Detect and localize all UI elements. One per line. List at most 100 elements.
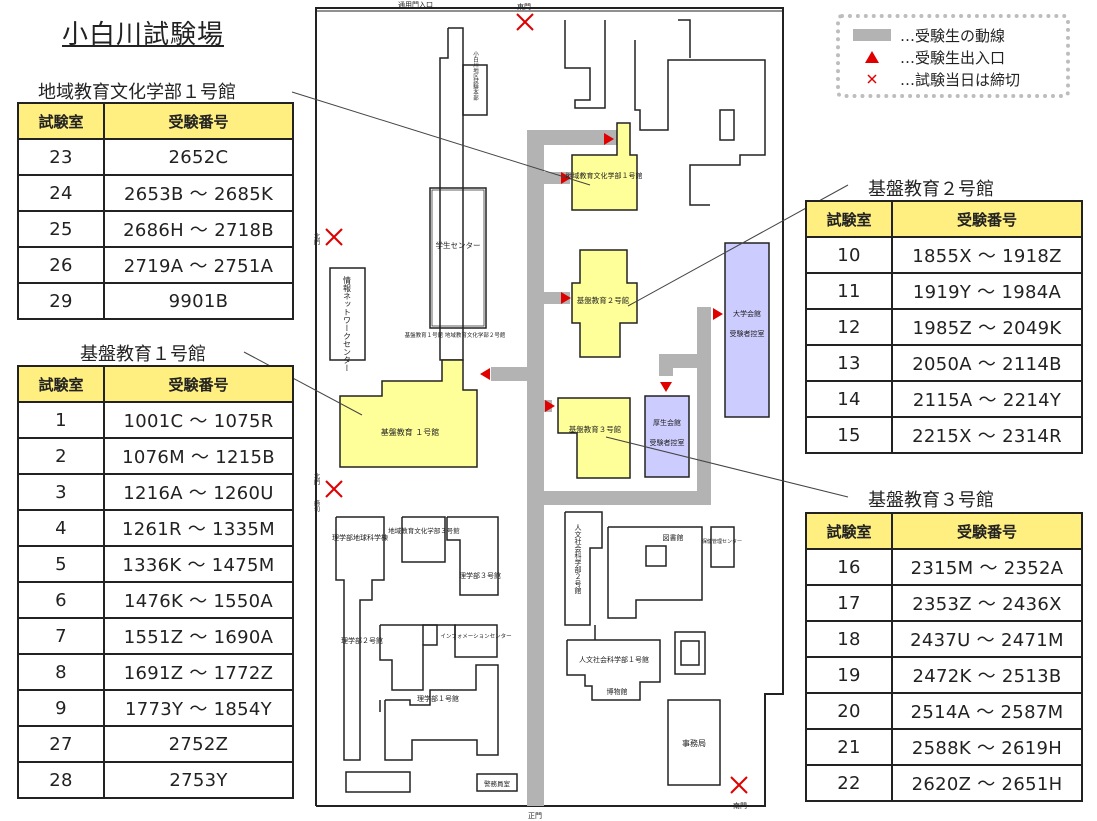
bldg-top-right-small	[719, 109, 735, 141]
bldg-kiban2	[571, 249, 638, 358]
cell-room: 4	[17, 509, 105, 547]
label-info-center: インフォメーションセンター	[440, 632, 511, 640]
label-rigaku2: 理学部２号館	[341, 636, 383, 645]
label-museum: 博物館	[607, 687, 628, 696]
cell-room: 24	[17, 174, 105, 212]
bldg-daigaku-kaikan[interactable]	[724, 242, 770, 418]
label-gate-north-west-closed: 締切	[313, 499, 320, 513]
label-office: 事務局	[682, 738, 706, 748]
cell-range: 2753Y	[103, 761, 294, 799]
label-gate-east: 東門	[517, 2, 531, 11]
cell-room: 21	[805, 728, 893, 766]
cell-range: 2437U ～ 2471M	[891, 620, 1083, 658]
bldg-kosei-kaikan[interactable]	[644, 395, 690, 478]
entrance-triangle-daigaku	[713, 308, 723, 320]
cell-room: 7	[17, 617, 105, 655]
cell-room: 23	[17, 138, 105, 176]
legend-route: …受験生の動線	[852, 24, 1005, 46]
cell-range: 2315M ～ 2352A	[891, 548, 1083, 586]
header-room: 試験室	[17, 365, 105, 403]
cell-room: 16	[805, 548, 893, 586]
cell-range: 1261R ～ 1335M	[103, 509, 294, 547]
bldg-rigaku1	[384, 664, 499, 761]
cell-range: 1476K ～ 1550A	[103, 581, 294, 619]
cell-room: 18	[805, 620, 893, 658]
label-rigaku-earth: 理学部地球科学棟	[332, 533, 388, 542]
cell-room: 12	[805, 308, 893, 346]
entrance-triangle-chiiki1	[604, 133, 614, 145]
cell-range: 1773Y ～ 1854Y	[103, 689, 294, 727]
header-room: 試験室	[17, 102, 105, 140]
table-title-kiban1: 基盤教育１号館	[80, 344, 206, 365]
cell-room: 26	[17, 246, 105, 284]
header-room: 試験室	[805, 200, 893, 238]
label-health: 保健管理センター	[702, 538, 742, 545]
red-x-icon	[867, 74, 877, 84]
label-gate-top-left: 通用門入口	[398, 0, 433, 9]
header-number: 受験番号	[891, 512, 1083, 550]
legend-route-label: …受験生の動線	[900, 26, 1006, 45]
closed-mark-north-west-gate	[325, 480, 343, 498]
bldg-top-right-cluster-b	[634, 40, 766, 206]
bldg-jinbun1-annex-inner	[680, 640, 700, 666]
cell-range: 2514A ～ 2587M	[891, 692, 1083, 730]
cell-room: 29	[17, 282, 105, 320]
label-gate-north: 北門	[313, 232, 320, 246]
bldg-library	[607, 526, 703, 619]
legend-closed: …試験当日は締切	[852, 68, 1020, 90]
entrance-triangle-kiban3	[545, 400, 555, 412]
bldg-kiban1	[339, 359, 478, 468]
cell-range: 2353Z ～ 2436X	[891, 584, 1083, 622]
header-number: 受験番号	[891, 200, 1083, 238]
bldg-info-center	[454, 624, 498, 658]
label-gate-north-west: 北門	[313, 472, 320, 486]
label-kosei-kaikan: 厚生会館	[653, 418, 681, 427]
closed-mark-east-gate	[516, 13, 534, 31]
label-jinbun2: 人文社会科学部２号館	[574, 524, 582, 595]
bldg-chiiki3	[401, 516, 446, 563]
cell-room: 20	[805, 692, 893, 730]
bldg-guard	[476, 773, 518, 792]
bldg-office	[667, 699, 721, 786]
bldg-health	[710, 526, 735, 568]
label-chiiki1: 地域教育文化学部１号館	[566, 171, 643, 180]
bldg-rigaku2-a	[379, 624, 438, 691]
label-student-center: 学生センター	[436, 240, 481, 250]
label-info-network: 情報ネットワークセンター	[343, 275, 352, 372]
cell-range: 2588K ～ 2619H	[891, 728, 1083, 766]
route-main-vertical	[527, 130, 544, 806]
legend-closed-label: …試験当日は締切	[900, 70, 1021, 89]
bldg-top-left	[439, 27, 464, 361]
cell-room: 27	[17, 725, 105, 763]
cell-range: 2652C	[103, 138, 294, 176]
cell-room: 10	[805, 236, 893, 274]
label-gate-south: 南門	[733, 801, 747, 810]
cell-room: 14	[805, 380, 893, 418]
red-triangle-icon	[865, 51, 879, 63]
bldg-rigaku3	[446, 516, 499, 596]
closed-mark-south-gate	[730, 776, 748, 794]
cell-range: 1919Y ～ 1984A	[891, 272, 1083, 310]
cell-range: 2653B ～ 2685K	[103, 174, 294, 212]
label-gate-main: 正門	[528, 812, 542, 820]
